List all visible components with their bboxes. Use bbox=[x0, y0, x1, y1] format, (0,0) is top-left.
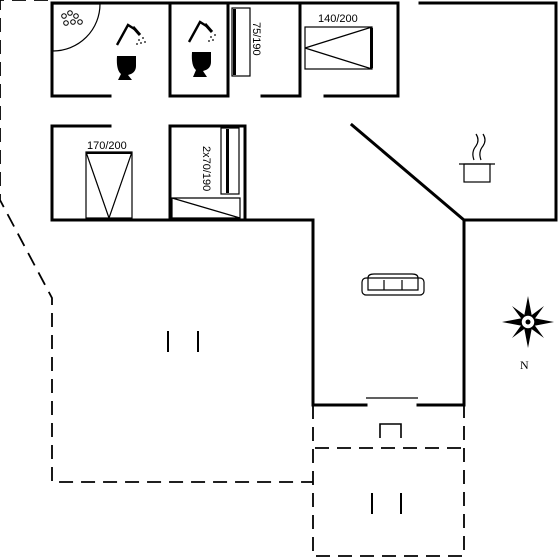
hot-tub-icon bbox=[52, 3, 101, 52]
interior-walls bbox=[50, 1, 467, 223]
bed-bunk-label: 2x70/190 bbox=[200, 146, 212, 191]
bed-single-label: 75/190 bbox=[250, 22, 262, 56]
terrace-bench bbox=[371, 493, 402, 514]
north-label: N bbox=[520, 358, 529, 372]
exterior-walls bbox=[50, 1, 558, 407]
toilet-icon bbox=[116, 56, 136, 80]
bed-icon bbox=[304, 26, 373, 70]
sofa-icon bbox=[361, 273, 425, 296]
shower-icon bbox=[187, 20, 216, 43]
shower-icon bbox=[115, 23, 146, 46]
terrace-outline bbox=[0, 0, 465, 557]
bed-second-label: 170/200 bbox=[87, 140, 127, 152]
bed-master-label: 140/200 bbox=[318, 13, 358, 25]
door-icon bbox=[379, 423, 402, 438]
bed-icon bbox=[85, 151, 133, 220]
bed-icon bbox=[171, 127, 241, 219]
compass-rose-icon bbox=[502, 296, 554, 348]
cooking-pot-icon bbox=[459, 133, 495, 183]
toilet-icon bbox=[191, 52, 211, 77]
terrace-bench bbox=[167, 331, 199, 352]
bed-icon bbox=[231, 7, 251, 77]
